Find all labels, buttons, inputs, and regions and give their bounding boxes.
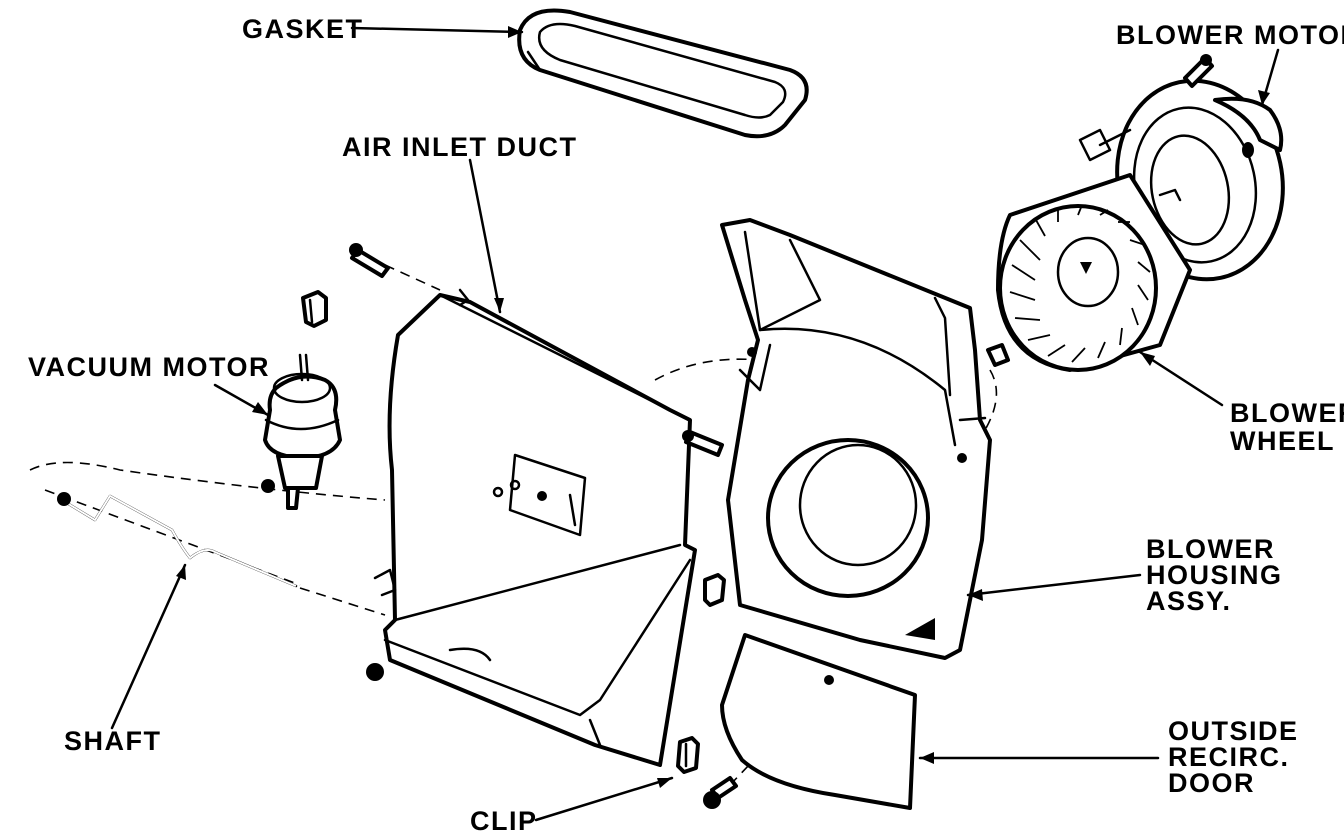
label-clip: CLIP bbox=[470, 806, 538, 832]
blower-housing-part bbox=[720, 218, 1010, 660]
label-shaft: SHAFT bbox=[64, 726, 162, 756]
label-gasket: GASKET bbox=[242, 14, 364, 44]
gasket-part bbox=[517, 8, 809, 139]
clip-part bbox=[676, 736, 700, 774]
shaft-part bbox=[57, 492, 298, 588]
label-outside-door-line1: OUTSIDE bbox=[1168, 716, 1299, 746]
label-blower-housing-line3: ASSY. bbox=[1146, 586, 1232, 616]
nut-part bbox=[366, 663, 384, 681]
label-air-inlet-duct: AIR INLET DUCT bbox=[342, 132, 577, 162]
blower-wheel-part bbox=[996, 173, 1192, 372]
label-vacuum-motor: VACUUM MOTOR bbox=[28, 352, 270, 382]
label-blower-wheel-line1: BLOWER bbox=[1230, 398, 1344, 428]
vacuum-motor-part bbox=[261, 353, 342, 510]
label-blower-wheel-line2: WHEEL bbox=[1230, 426, 1335, 456]
label-blower-housing-line2: HOUSING bbox=[1146, 560, 1283, 590]
leader-lines bbox=[110, 26, 1280, 822]
label-outside-door-line3: DOOR bbox=[1168, 768, 1255, 798]
label-blower-motor: BLOWER MOTOR bbox=[1116, 20, 1344, 50]
upper-clip bbox=[301, 290, 328, 328]
leader-arrowheads bbox=[176, 26, 1270, 788]
duct-screw bbox=[349, 243, 390, 278]
housing-clip bbox=[703, 573, 726, 607]
air-inlet-duct-part bbox=[373, 288, 724, 767]
label-outside-door-line2: RECIRC. bbox=[1168, 742, 1290, 772]
outside-recirc-door-part bbox=[720, 633, 917, 810]
label-blower-housing-line1: BLOWER bbox=[1146, 534, 1275, 564]
door-screw bbox=[703, 776, 738, 809]
